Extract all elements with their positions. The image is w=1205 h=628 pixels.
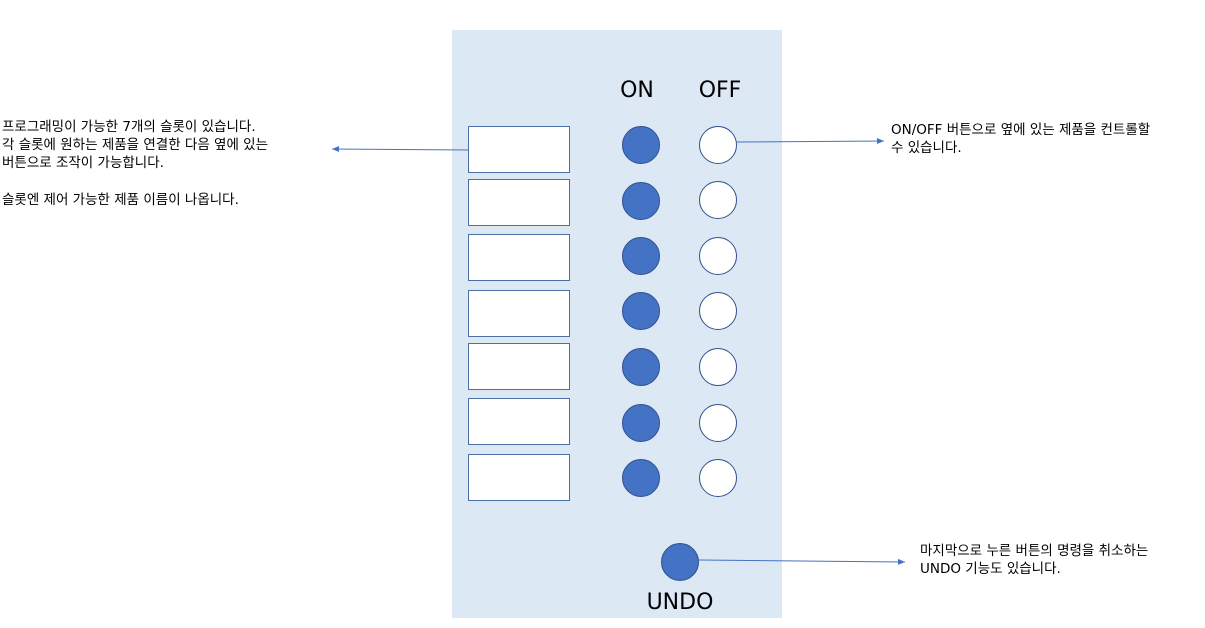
off-button-7[interactable] bbox=[699, 459, 737, 497]
off-button-4[interactable] bbox=[699, 292, 737, 330]
off-button-5[interactable] bbox=[699, 348, 737, 386]
slot-6[interactable] bbox=[468, 398, 570, 445]
note-slots-line-2: 각 슬롯에 원하는 제품을 연결한 다음 옆에 있는 bbox=[2, 137, 269, 153]
off-button-1[interactable] bbox=[699, 126, 737, 164]
note-slots-line-1: 프로그래밍이 가능한 7개의 슬롯이 있습니다. bbox=[2, 119, 256, 135]
connector-undo-to-note bbox=[698, 558, 906, 565]
slot-2[interactable] bbox=[468, 179, 570, 226]
off-button-3[interactable] bbox=[699, 237, 737, 275]
note-on-off: ON/OFF 버튼으로 옆에 있는 제품을 컨트롤할 수 있습니다. bbox=[891, 121, 1150, 157]
note-slots: 프로그래밍이 가능한 7개의 슬롯이 있습니다. 각 슬롯에 원하는 제품을 연… bbox=[2, 118, 268, 172]
on-button-3[interactable] bbox=[622, 237, 660, 275]
slot-4[interactable] bbox=[468, 290, 570, 337]
off-column-label: OFF bbox=[698, 78, 742, 103]
note-undo-line-2: UNDO 기능도 있습니다. bbox=[920, 561, 1061, 577]
note-slot-names-line: 슬롯엔 제어 가능한 제품 이름이 나옵니다. bbox=[2, 192, 239, 208]
note-on-off-line-1: ON/OFF 버튼으로 옆에 있는 제품을 컨트롤할 bbox=[891, 122, 1151, 138]
note-undo: 마지막으로 누른 버튼의 명령을 취소하는 UNDO 기능도 있습니다. bbox=[920, 542, 1148, 578]
note-on-off-line-2: 수 있습니다. bbox=[891, 140, 962, 156]
on-button-1[interactable] bbox=[622, 126, 660, 164]
slot-5[interactable] bbox=[468, 343, 570, 390]
undo-label: UNDO bbox=[646, 590, 714, 615]
undo-button[interactable] bbox=[661, 543, 699, 581]
on-button-2[interactable] bbox=[622, 182, 660, 220]
note-undo-line-1: 마지막으로 누른 버튼의 명령을 취소하는 bbox=[920, 543, 1149, 559]
note-slot-names: 슬롯엔 제어 가능한 제품 이름이 나옵니다. bbox=[2, 191, 239, 209]
off-button-6[interactable] bbox=[699, 404, 737, 442]
on-column-label: ON bbox=[620, 78, 654, 103]
on-button-4[interactable] bbox=[622, 292, 660, 330]
on-button-6[interactable] bbox=[622, 404, 660, 442]
slot-7[interactable] bbox=[468, 454, 570, 501]
on-button-5[interactable] bbox=[622, 348, 660, 386]
slot-1[interactable] bbox=[468, 126, 570, 173]
on-button-7[interactable] bbox=[622, 459, 660, 497]
connector-slots-to-note bbox=[331, 146, 469, 153]
connector-off-to-note bbox=[736, 138, 885, 145]
slot-3[interactable] bbox=[468, 234, 570, 281]
note-slots-line-3: 버튼으로 조작이 가능합니다. bbox=[2, 155, 164, 171]
off-button-2[interactable] bbox=[699, 181, 737, 219]
